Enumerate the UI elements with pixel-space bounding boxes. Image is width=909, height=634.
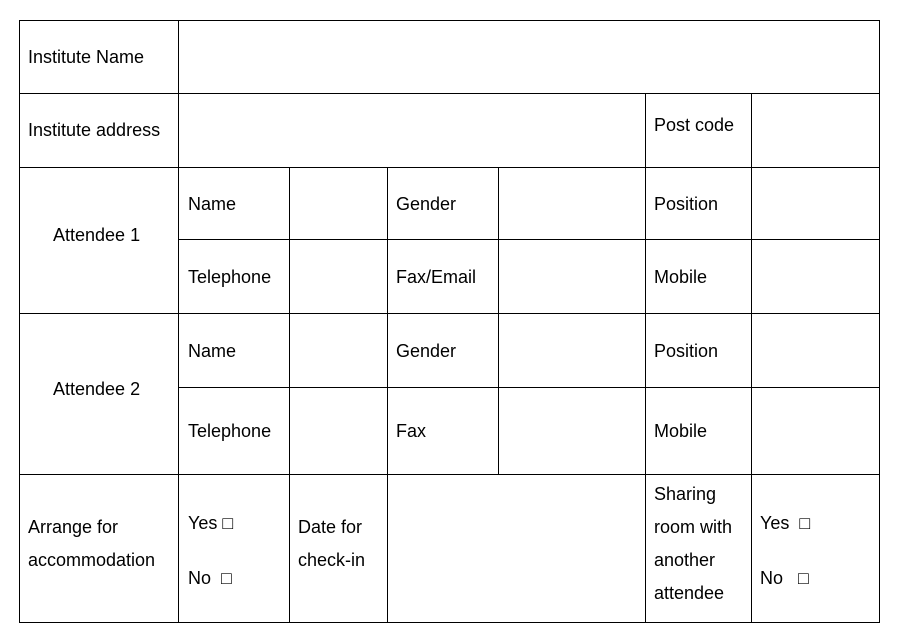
attendee-2-name-label: Name	[188, 341, 237, 361]
accommodation-label-line-2: accommodation	[28, 550, 156, 570]
sharing-no-checkbox[interactable]: No □	[760, 568, 809, 588]
sharing-label-line-3: another	[654, 550, 716, 570]
col-divider-3	[387, 167, 388, 623]
table-border-right	[879, 20, 880, 623]
accommodation-label-line-1: Arrange for	[28, 517, 119, 537]
post-code-field[interactable]	[752, 94, 879, 167]
accommodation-no-checkbox[interactable]: No □	[188, 568, 232, 588]
col-divider-5	[645, 93, 646, 623]
attendee-1-position-field[interactable]	[752, 168, 879, 239]
attendee-2-position-label: Position	[654, 341, 719, 361]
attendee-2-gender-label: Gender	[396, 341, 457, 361]
accommodation-yes-checkbox[interactable]: Yes □	[188, 513, 234, 533]
attendee-1-telephone-field[interactable]	[290, 240, 387, 313]
row-divider-2	[19, 167, 880, 168]
attendee-2-gender-field[interactable]	[499, 314, 645, 387]
institute-address-label: Institute address	[28, 120, 161, 140]
institute-address-field[interactable]	[179, 94, 645, 167]
attendee-1-position-label: Position	[654, 194, 719, 214]
table-border-top	[19, 20, 880, 21]
attendee-1-fax-email-label: Fax/Email	[396, 267, 477, 287]
row-divider-3	[178, 239, 880, 240]
check-in-label-line-1: Date for	[298, 517, 363, 537]
sharing-label-line-1: Sharing	[654, 484, 717, 504]
col-divider-label	[178, 20, 179, 623]
col-divider-6	[751, 93, 752, 623]
check-in-label-line-2: check-in	[298, 550, 366, 570]
table-border-bottom	[19, 622, 880, 623]
attendee-2-position-field[interactable]	[752, 314, 879, 387]
check-in-date-field[interactable]	[388, 475, 645, 622]
attendee-2-fax-label: Fax	[396, 421, 427, 441]
attendee-2-mobile-field[interactable]	[752, 388, 879, 474]
attendee-1-name-field[interactable]	[290, 168, 387, 239]
attendee-2-telephone-label: Telephone	[188, 421, 272, 441]
attendee-1-gender-field[interactable]	[499, 168, 645, 239]
attendee-1-label: Attendee 1	[53, 225, 141, 245]
attendee-1-telephone-label: Telephone	[188, 267, 272, 287]
table-border-left	[19, 20, 20, 623]
row-divider-6	[19, 474, 880, 475]
attendee-1-mobile-field[interactable]	[752, 240, 879, 313]
attendee-2-mobile-label: Mobile	[654, 421, 708, 441]
row-divider-1	[19, 93, 880, 94]
attendee-2-name-field[interactable]	[290, 314, 387, 387]
attendee-1-mobile-label: Mobile	[654, 267, 708, 287]
row-divider-5	[178, 387, 880, 388]
row-divider-4	[19, 313, 880, 314]
institute-name-field[interactable]	[179, 21, 879, 93]
attendee-2-fax-field[interactable]	[499, 388, 645, 474]
sharing-yes-checkbox[interactable]: Yes □	[760, 513, 811, 533]
col-divider-2	[289, 167, 290, 623]
attendee-2-label: Attendee 2	[53, 379, 141, 399]
attendee-1-name-label: Name	[188, 194, 237, 214]
col-divider-4	[498, 167, 499, 475]
attendee-2-telephone-field[interactable]	[290, 388, 387, 474]
sharing-label-line-2: room with	[654, 517, 733, 537]
sharing-label-line-4: attendee	[654, 583, 725, 603]
attendee-1-gender-label: Gender	[396, 194, 457, 214]
attendee-1-fax-email-field[interactable]	[499, 240, 645, 313]
institute-name-label: Institute Name	[28, 47, 145, 67]
post-code-label: Post code	[654, 115, 735, 135]
